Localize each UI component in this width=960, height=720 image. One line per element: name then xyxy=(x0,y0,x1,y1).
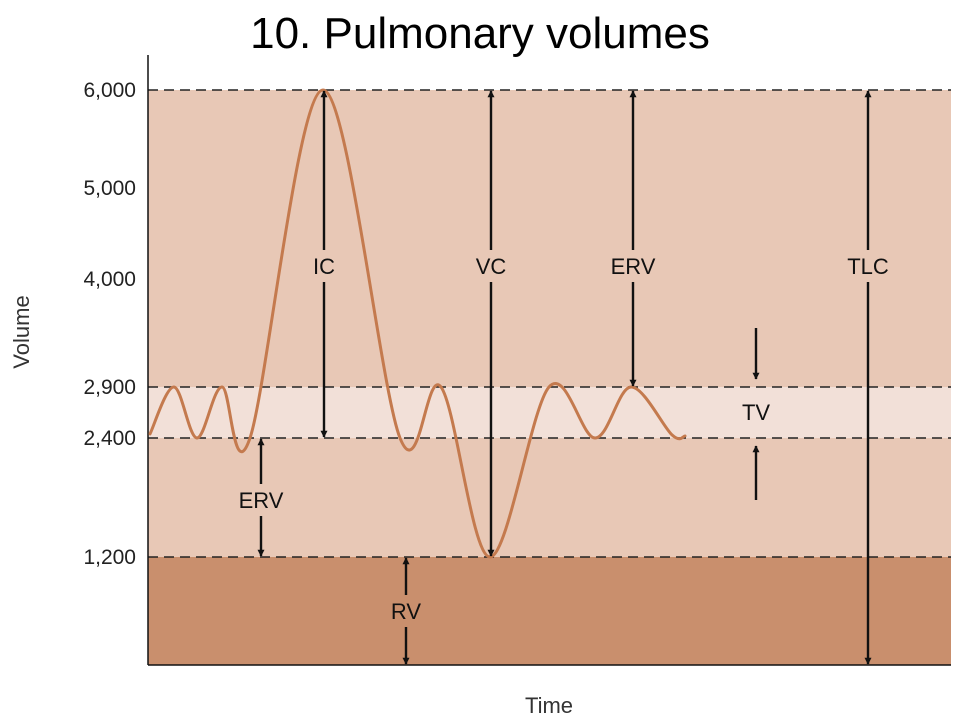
y-tick-6000: 6,000 xyxy=(83,79,136,102)
y-tick-2400: 2,400 xyxy=(83,427,136,450)
y-tick-labels: 6,000 5,000 4,000 2,900 2,400 1,200 xyxy=(83,79,136,569)
span-tlc-label: TLC xyxy=(847,254,889,279)
span-erv-low-label: ERV xyxy=(239,488,284,513)
span-rv-label: RV xyxy=(391,599,421,624)
y-tick-4000: 4,000 xyxy=(83,268,136,291)
spirometry-trace xyxy=(148,88,687,559)
breathing-curve xyxy=(148,88,687,559)
span-vc-label: VC xyxy=(476,254,507,279)
residual-band xyxy=(148,557,951,665)
y-tick-1200: 1,200 xyxy=(83,546,136,569)
volume-spans: IC VC ERV TLC ERV RV TV xyxy=(239,90,889,665)
y-axis-label: Volume xyxy=(9,295,34,368)
y-tick-5000: 5,000 xyxy=(83,177,136,200)
span-erv-top-label: ERV xyxy=(611,254,656,279)
page-title: 10. Pulmonary volumes xyxy=(250,9,710,58)
x-axis-label: Time xyxy=(525,693,573,718)
span-ic-label: IC xyxy=(313,254,335,279)
tidal-band xyxy=(148,387,951,438)
plot-background xyxy=(148,90,951,665)
y-tick-2900: 2,900 xyxy=(83,376,136,399)
plot-frame xyxy=(147,55,951,666)
span-tv-label: TV xyxy=(742,400,770,425)
